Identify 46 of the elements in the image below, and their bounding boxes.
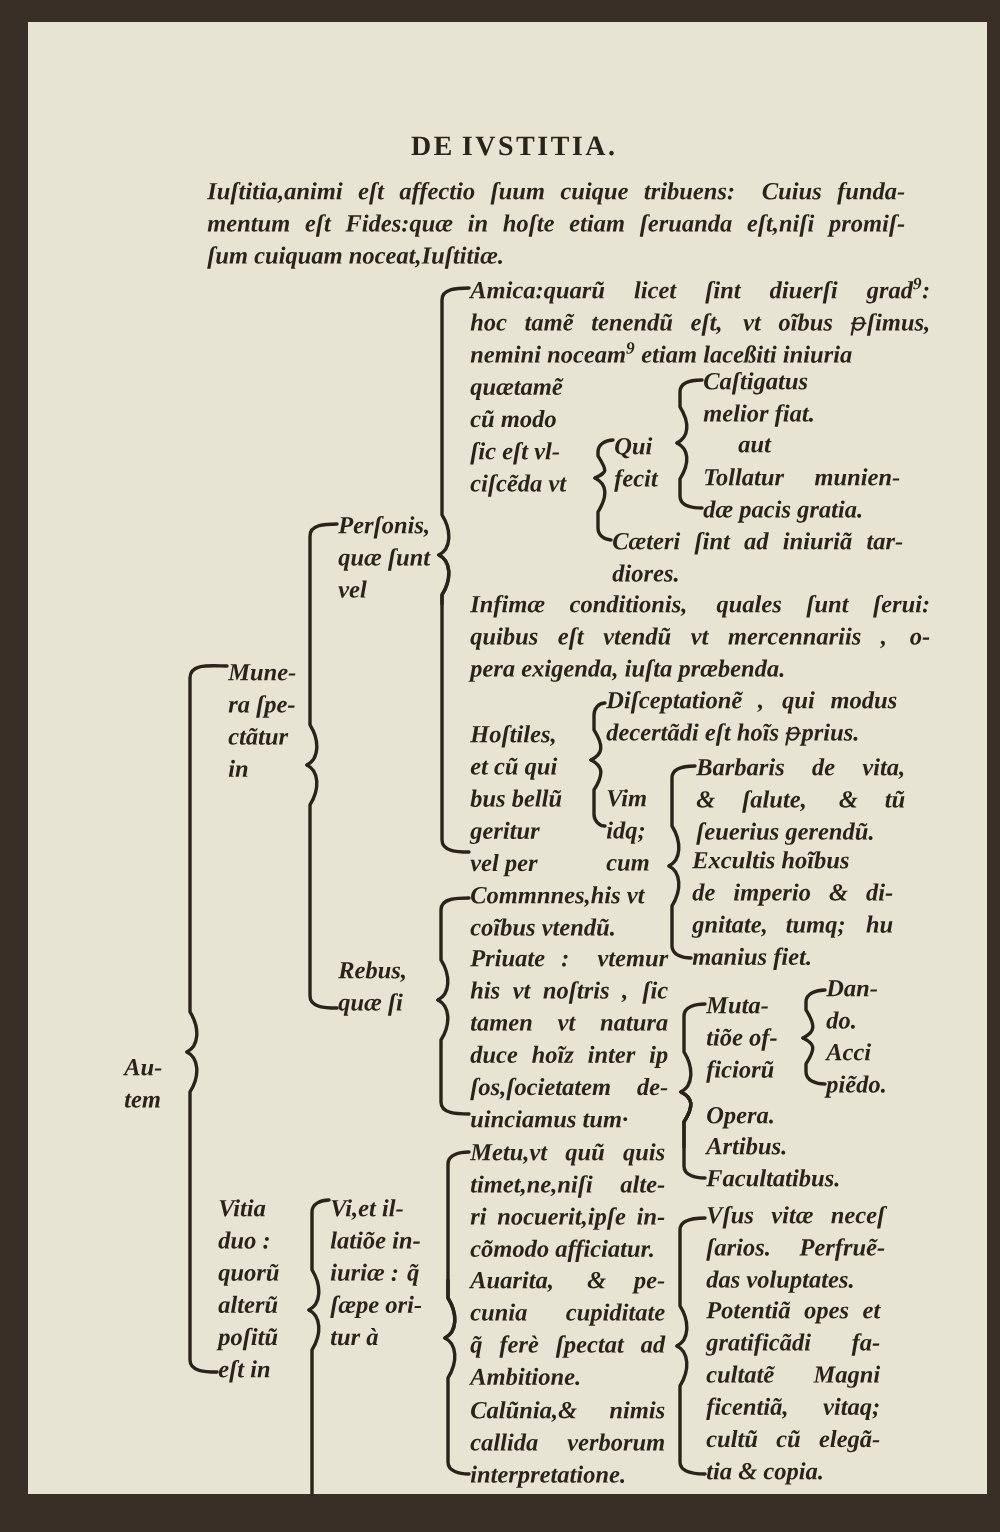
- term-text: Calũnia,& nimis callida verborum interpretatione.: [470, 1401, 665, 1488]
- term-text: Priuate : vtemur his vt noſtris , ſic tamen vt natura duce hoĩz inter ip ſos,ſocietatem de- uinciamus tum·: [470, 949, 669, 1128]
- term-text: Opera.: [707, 1107, 773, 1129]
- curly-brace: [437, 286, 471, 557]
- term-text: Au- tem: [122, 1059, 162, 1108]
- term-text: Vi,et il- latiõe in- iuriæ : q̃ ſæpe ori- tur à: [330, 1199, 422, 1346]
- term-text: Vitia duo : quorũ alterũ poſitũ eſt in: [216, 1199, 279, 1383]
- connective-word: aut: [738, 438, 772, 453]
- definition-paragraph: Iuſtitia,animi eſt affectio ſuum cuique tribuens: Cuius funda- mentum eſt Fides:quæ in hoſte etiam ſeruanda eſt,niſi promiſ- ſum cuiquam noceat,Iuſtitiæ.: [206, 181, 905, 269]
- term-text: Acci piẽdo.: [824, 1043, 885, 1098]
- curly-brace: [593, 438, 615, 480]
- term-text: Infimæ conditionis, quales ſunt ſerui: quibus eſt vtendũ vt mercennariis , o- pera exigenda, iuſta præbenda.: [468, 594, 930, 682]
- term-text: Rebus, quæ ſi: [338, 961, 405, 1016]
- term-text: Hoſtiles, et cũ qui bus bellũ geritur vel per: [469, 724, 562, 877]
- term-text: Diſceptationẽ , qui modus decertãdi eſt hoĩs ᵽprius.: [606, 690, 897, 746]
- curly-brace: [436, 998, 471, 1116]
- term-text: Vim idq; cum: [606, 789, 649, 871]
- term-text: Mune- ra ſpe- ctãtur in: [227, 664, 296, 777]
- curly-brace: [675, 378, 704, 445]
- term-text: Potentiã opes et gratificãdi fa- cultatẽ Magni ficentiã, vitaq; cultũ cũ elegã- tia & copia.: [705, 1301, 881, 1485]
- term-text: Caſtigatus melior fiat.: [703, 371, 813, 427]
- curly-brace: [305, 522, 339, 767]
- curly-brace: [675, 441, 704, 510]
- term-text: Barbaris de vita, & ſalute, & tũ ſeuerius gerendũ.: [696, 758, 905, 845]
- curly-brace: [436, 896, 471, 1002]
- term-text: Artibus.: [704, 1137, 786, 1155]
- curly-brace: [443, 1278, 457, 1340]
- term-text: quætamẽ cũ modo ſic eſt vl- ciſcẽda vt: [470, 378, 567, 497]
- term-text: Vſus vitæ neceſ ſarios. Perfruẽ- das voluptates.: [706, 1205, 888, 1293]
- curly-brace: [305, 763, 339, 1010]
- curly-brace: [437, 553, 471, 854]
- page-heading: DE IVSTITIA.: [411, 136, 614, 156]
- term-text: Qui fecit: [614, 437, 659, 492]
- term-text: Auarita, & pe- cunia cupiditate q̃ ferè ſpectat ad Ambitione.: [468, 1271, 666, 1386]
- term-text: Dan- do.: [826, 980, 878, 1029]
- term-text: Cæteri ſint ad iniuriã tar- diores.: [612, 531, 903, 582]
- curly-brace: [307, 1308, 321, 1496]
- term-text: Perſonis, quæ ſunt vel: [338, 515, 431, 598]
- curly-brace: [185, 664, 229, 1054]
- term-text: Commnnes,his vt coĩbus vtendũ.: [470, 886, 646, 936]
- term-text: Excultis hoĩbus de imperio & di- gnitate, tumq; hu manius fiet.: [691, 851, 893, 971]
- term-text: Tollatur munien- dæ pacis gratia.: [703, 468, 900, 523]
- curly-brace: [185, 1050, 219, 1374]
- term-text: Metu,vt quũ quis timet,ne,niſi alte- ri nocuerit,ipſe in- cõmodo afficiatur.: [469, 1143, 665, 1263]
- term-text: Muta- tiõe of- ficiorũ: [705, 997, 777, 1083]
- term-text: Facultatibus.: [706, 1169, 839, 1187]
